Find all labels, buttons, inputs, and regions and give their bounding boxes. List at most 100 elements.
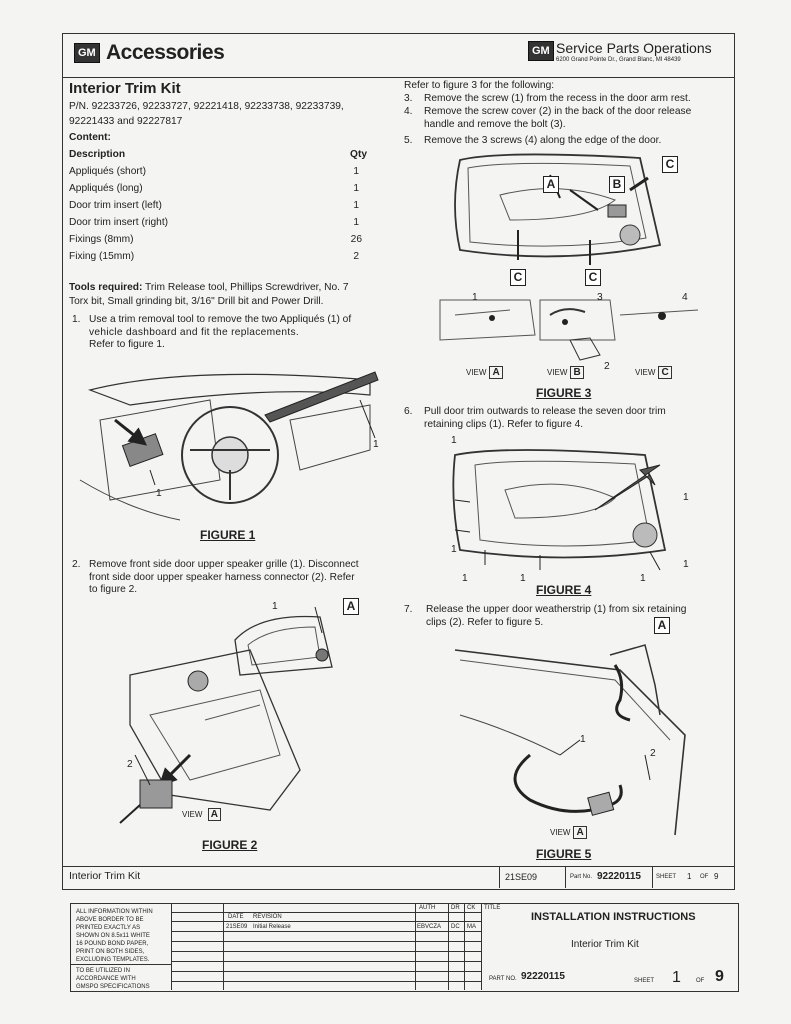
tb-main-title: INSTALLATION INSTRUCTIONS <box>531 911 696 923</box>
tb-part-no: 92220115 <box>521 971 565 982</box>
tb-title-header: TITLE <box>484 905 501 911</box>
step-line: Remove the screw (1) from the recess in … <box>424 93 691 104</box>
figure-4-callout-1-bottom-c: 1 <box>640 573 646 584</box>
view-word: VIEW <box>550 828 571 837</box>
kit-section: Interior Trim Kit P/N. 92233726, 9223372… <box>69 80 394 265</box>
footer-part-no: 92220115 <box>597 871 641 882</box>
tb-auth-header: AUTH <box>419 905 436 911</box>
tb-ck: MA <box>467 924 476 930</box>
figure-3-callout-3: 3 <box>597 292 603 303</box>
notice-line: ABOVE BORDER TO BE <box>76 917 144 923</box>
figure-3-marker-c-mid: C <box>585 269 601 286</box>
tb-dr: DC <box>451 924 460 930</box>
step-2: 2. Remove front side door upper speaker … <box>72 559 394 601</box>
tb-sheet-total: 9 <box>715 968 724 985</box>
item-description: Door trim insert (right) <box>69 217 169 228</box>
notice-line: PRINTED EXACTLY AS <box>76 925 141 931</box>
notice-line: EXCLUDING TEMPLATES. <box>76 957 150 963</box>
notice-line: GMSPO SPECIFICATIONS <box>76 984 150 990</box>
view-letter: A <box>573 826 587 839</box>
figure-3-callout-1: 1 <box>472 292 478 303</box>
step-line: Release the upper door weatherstrip (1) … <box>426 604 687 615</box>
item-qty: 26 <box>350 234 362 245</box>
col-qty: Qty <box>350 149 367 160</box>
figure-3-callout-2: 2 <box>604 361 610 372</box>
figure-3-marker-b: B <box>609 176 625 193</box>
tb-revision-header: REVISION <box>253 914 282 920</box>
step-line: vehicle dashboard and fit the replacemen… <box>89 326 299 338</box>
figure-5-marker-a: A <box>654 617 670 634</box>
print-notice: ALL INFORMATION WITHIN ABOVE BORDER TO B… <box>76 908 168 964</box>
view-letter: B <box>570 366 584 379</box>
gm-logo: GM <box>74 43 100 63</box>
kit-part-numbers: P/N. 92233726, 92233727, 92221418, 92233… <box>69 99 394 129</box>
item-description: Door trim insert (left) <box>69 200 162 211</box>
footer-sheet-label: SHEET <box>656 874 677 880</box>
item-description: Appliqués (long) <box>69 183 143 194</box>
step-line: Pull door trim outwards to release the s… <box>424 406 666 417</box>
page-footer: Interior Trim Kit 21SE09 Part No. 922201… <box>62 866 735 889</box>
step-number: 3. <box>404 93 413 104</box>
step-line: to figure 2. <box>89 584 138 595</box>
step-number: 5. <box>404 135 413 146</box>
table-row: Fixing (15mm)2 <box>69 248 367 265</box>
view-word: VIEW <box>635 368 656 377</box>
step-line: Refer to figure 1. <box>89 339 165 350</box>
footer-sheet-total: 9 <box>714 872 719 881</box>
figure-4-callout-1-top: 1 <box>451 435 457 446</box>
notice-line: SHOWN ON 8.5x11 WHITE <box>76 933 150 939</box>
item-qty: 1 <box>353 166 359 177</box>
tb-ck-header: CK <box>467 905 476 911</box>
tb-sheet-label: SHEET <box>634 978 655 984</box>
figure-2-view-a-marker: A <box>343 598 359 615</box>
part-number-line: 92221433 and 92227817 <box>69 116 183 127</box>
table-row: Appliqués (short) 1 <box>69 163 367 180</box>
tb-of-label: OF <box>696 978 705 984</box>
figure-3-marker-c-top: C <box>662 156 678 173</box>
figure-5-callout-2: 2 <box>650 748 656 759</box>
figure-2-callout-2: 2 <box>127 759 133 770</box>
notice-line: TO BE UTILIZED IN <box>76 968 130 974</box>
figure-2-caption: FIGURE 2 <box>202 838 258 852</box>
service-title: Service Parts Operations <box>556 40 712 56</box>
item-qty: 2 <box>353 251 359 262</box>
step-number: 4. <box>404 106 413 117</box>
step-5: 5. Remove the 3 screws (4) along the edg… <box>404 135 729 148</box>
figure-1-drawing <box>79 371 379 521</box>
footer-part-label: Part No. <box>570 874 593 880</box>
kit-title: Interior Trim Kit <box>69 80 181 97</box>
spec-notice: TO BE UTILIZED IN ACCORDANCE WITH GMSPO … <box>76 967 168 991</box>
notice-line: PRINT ON BOTH SIDES, <box>76 949 145 955</box>
footer-code: 21SE09 <box>505 872 538 882</box>
view-word: VIEW <box>182 810 203 819</box>
step-line: front side door upper speaker harness co… <box>89 571 355 583</box>
item-description: Appliqués (short) <box>69 166 147 177</box>
col-description: Description <box>69 149 126 160</box>
table-row: Fixings (8mm)26 <box>69 231 367 248</box>
step-line: handle and remove the bolt (3). <box>424 118 566 130</box>
tb-part-label: PART NO. <box>489 976 517 982</box>
content-table-header: Description Qty <box>69 146 367 163</box>
content-table: Description Qty Appliqués (short) 1 Appli… <box>69 146 367 265</box>
page-border <box>62 33 735 890</box>
tools-line: Trim Release tool, Phillips Screwdriver,… <box>142 282 349 293</box>
figure-2-callout-1: 1 <box>272 601 278 612</box>
step-line: Use a trim removal tool to remove the tw… <box>89 314 352 325</box>
figure-4-callout-1-right: 1 <box>683 492 689 503</box>
step-number: 7. <box>404 604 413 615</box>
tb-sub-title: Interior Trim Kit <box>571 939 639 950</box>
figure-4-callout-1-bottom-b: 1 <box>520 573 526 584</box>
figure-4-callout-1-bottom-a: 1 <box>462 573 468 584</box>
figure-1-caption: FIGURE 1 <box>200 528 256 542</box>
notice-line: ALL INFORMATION WITHIN <box>76 909 153 915</box>
step-line: Remove front side door upper speaker gri… <box>89 559 359 570</box>
figure-4-callout-1-left: 1 <box>451 544 457 555</box>
gm-logo-service: GM <box>528 41 554 61</box>
item-qty: 1 <box>353 200 359 211</box>
content-heading: Content: <box>69 132 111 143</box>
figure-3-callout-4: 4 <box>682 292 688 303</box>
tb-dr-header: DR <box>451 905 460 911</box>
step-line: clips (2). Refer to figure 5. <box>426 616 544 628</box>
